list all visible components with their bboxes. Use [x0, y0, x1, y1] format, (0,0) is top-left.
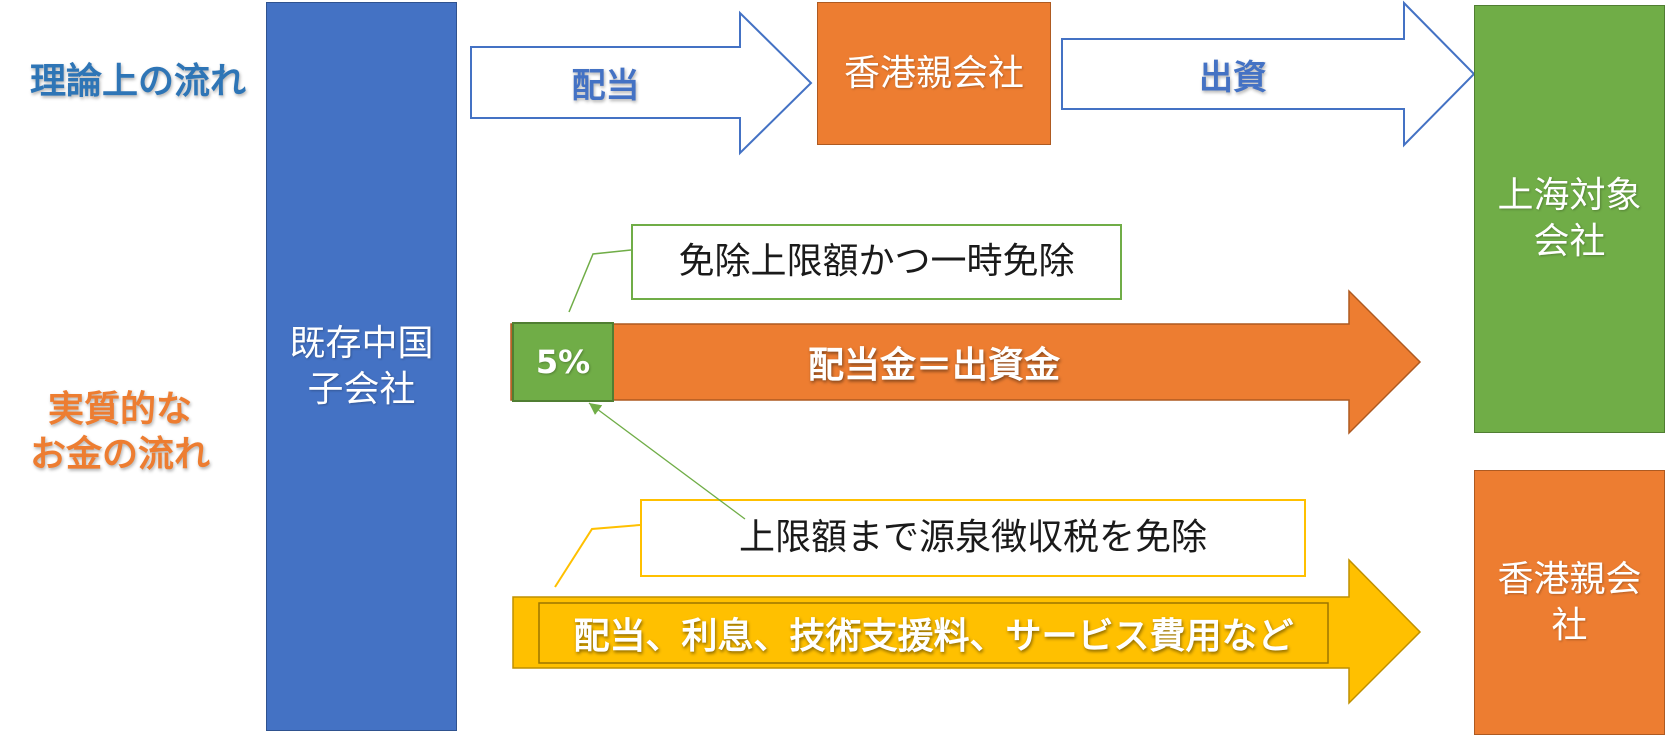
shanghai-target-box: 上海対象 会社 — [1474, 5, 1665, 433]
china-subsidiary-box: 既存中国 子会社 — [266, 2, 457, 731]
withholding-callout: 上限額まで源泉徴収税を免除 — [640, 499, 1306, 577]
payments-arrow-label: 配当、利息、技術支援料、サービス費用など — [573, 616, 1294, 657]
payments-arrow — [512, 558, 1422, 705]
actual-money-flow-label-line-1: 実質的な — [47, 389, 192, 430]
hk-parent-box-top: 香港親会社 — [817, 2, 1051, 145]
actual-money-flow-label: 実質的な お金の流れ — [0, 387, 240, 477]
rate-badge: 5% — [512, 322, 614, 402]
actual-money-flow-label-line-2: お金の流れ — [29, 434, 210, 475]
dividend-equals-investment-arrow — [510, 289, 1422, 435]
investment-arrow — [1061, 0, 1476, 148]
withholding-callout-text: 上限額まで源泉徴収税を免除 — [738, 517, 1207, 558]
shanghai-target-label-line-2: 会社 — [1533, 221, 1606, 262]
dividend-equals-investment-label: 配当金＝出資金 — [807, 345, 1060, 386]
china-subsidiary-label-line-1: 既存中国 — [289, 322, 434, 364]
hk-parent-top-label: 香港親会社 — [843, 52, 1024, 94]
shanghai-target-label-line-1: 上海対象 — [1497, 175, 1642, 216]
exemption-callout: 免除上限額かつ一時免除 — [631, 224, 1122, 300]
dividend-arrow — [470, 10, 813, 156]
theoretical-flow-label: 理論上の流れ — [29, 61, 246, 102]
payments-label-frame — [538, 602, 1329, 664]
dividend-arrow-label: 配当 — [571, 66, 640, 106]
rate-badge-label: 5% — [535, 343, 591, 381]
hk-parent-bottom-label-line-1: 香港親会 — [1497, 558, 1642, 600]
china-subsidiary-label-line-2: 子会社 — [307, 368, 416, 410]
exemption-callout-text: 免除上限額かつ一時免除 — [678, 241, 1075, 282]
hk-parent-box-bottom: 香港親会 社 — [1474, 470, 1665, 735]
investment-arrow-label: 出資 — [1199, 57, 1267, 98]
hk-parent-bottom-label-line-2: 社 — [1551, 604, 1588, 646]
